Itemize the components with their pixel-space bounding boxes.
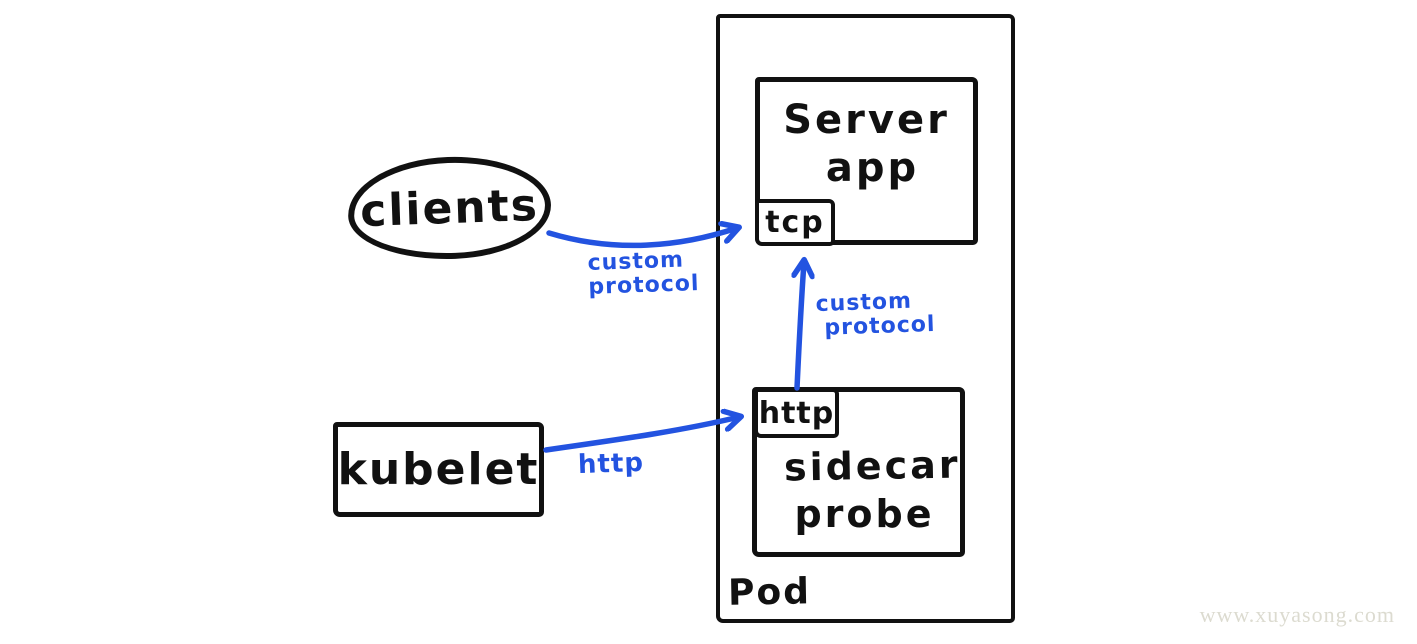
kubelet-box: kubelet	[333, 422, 544, 517]
server-app-label-line2: app	[825, 145, 920, 191]
edge-label-clients-to-tcp-line2: protocol	[587, 271, 700, 301]
kubelet-label: kubelet	[337, 444, 540, 495]
pod-label: Pod	[727, 571, 812, 614]
tcp-port-box: tcp	[755, 199, 835, 246]
clients-label: clients	[359, 179, 540, 237]
edge-label-kubelet-to-http: http	[577, 447, 645, 481]
edge-clients-to-tcp	[546, 228, 737, 249]
http-port-box: http	[754, 388, 839, 438]
edge-kubelet-to-http	[543, 417, 739, 453]
edge-label-http-to-tcp-line2: protocol	[823, 312, 936, 341]
tcp-port-label: tcp	[765, 205, 825, 240]
http-port-label: http	[758, 395, 835, 431]
edge-label-kubelet-to-http-text: http	[577, 447, 645, 481]
clients-ellipse: clients	[346, 153, 553, 263]
sidecar-probe-label-line2: probe	[794, 491, 935, 536]
pod-container-box	[716, 14, 1015, 623]
watermark-text: www.xuyasong.com	[1199, 602, 1395, 627]
sidecar-probe-label-line1: sidecar	[783, 442, 962, 490]
edge-label-clients-to-tcp: custom protocol	[587, 248, 700, 301]
server-app-label-line1: Server	[783, 97, 950, 143]
edge-label-http-to-tcp: custom protocol	[815, 289, 936, 342]
